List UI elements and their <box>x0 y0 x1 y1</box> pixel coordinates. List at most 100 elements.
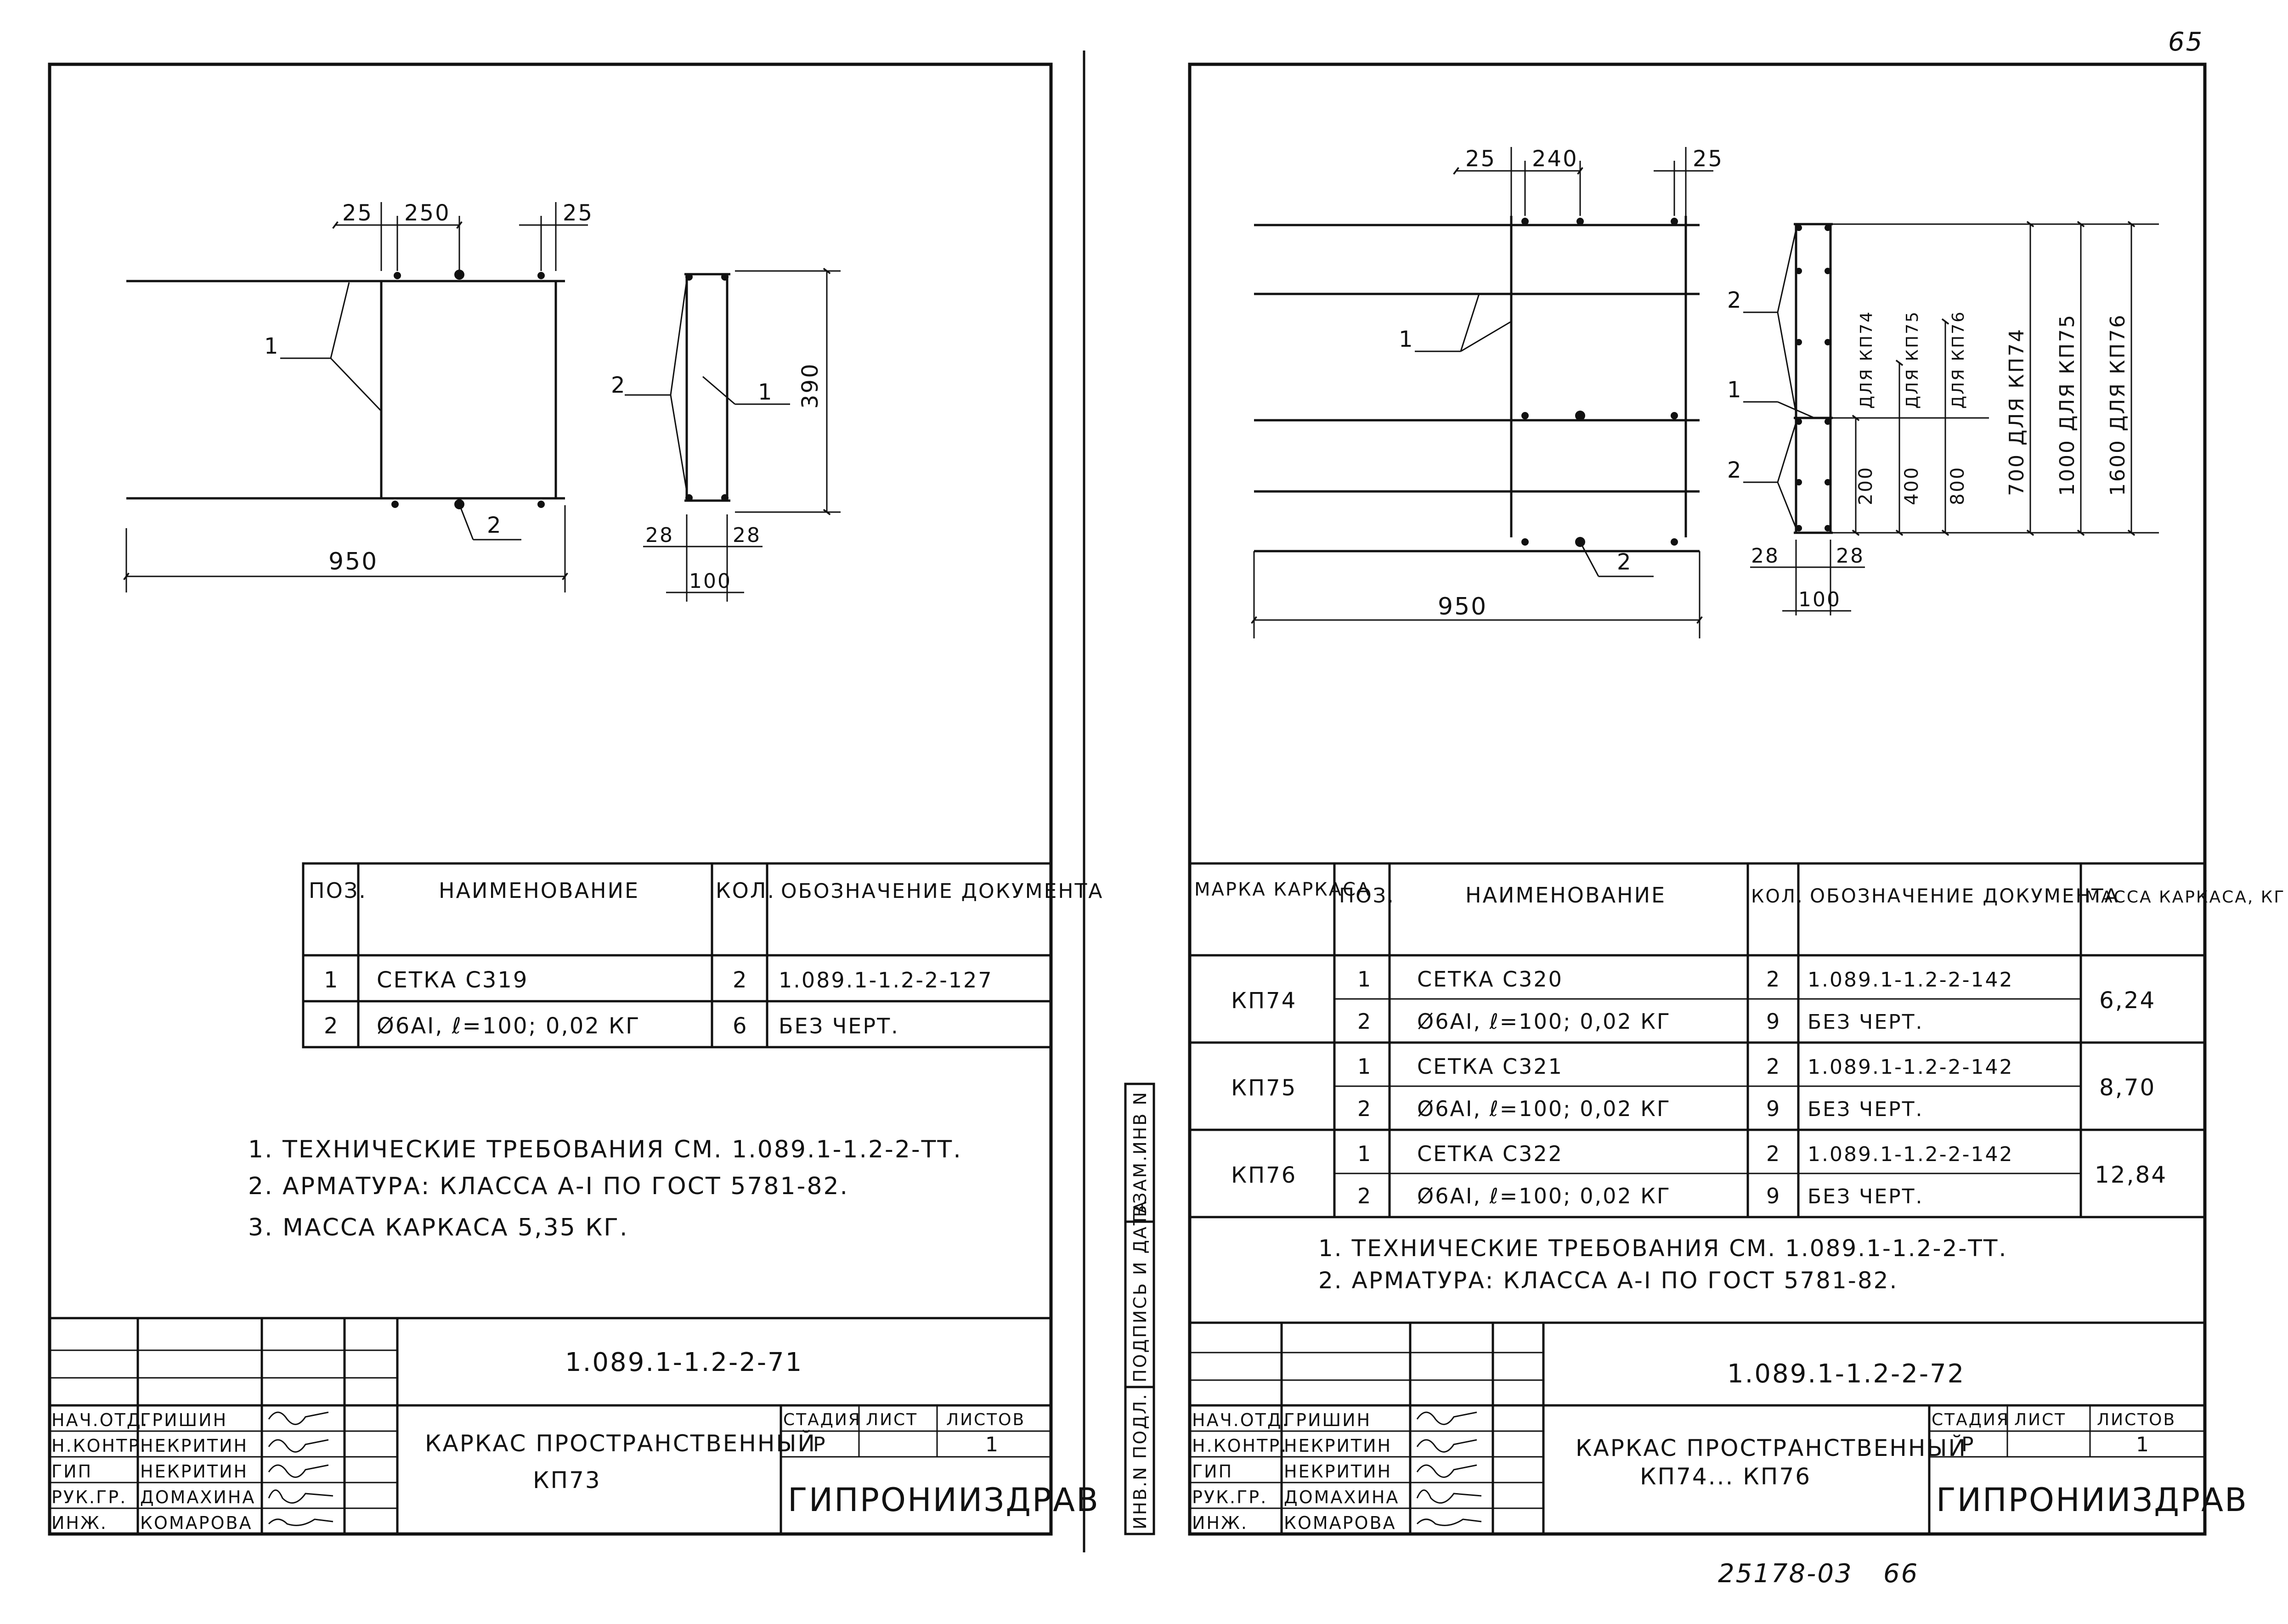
dim-800-label: ДЛЯ КП76 <box>1949 310 1968 409</box>
spec-cell: 2 <box>324 1013 339 1039</box>
org-name: ГИПРОНИИЗДРАВ <box>788 1481 1100 1519</box>
spec-cell: 9 <box>1766 1184 1781 1208</box>
dim-1600: 1600 ДЛЯ КП76 <box>2106 314 2130 496</box>
callout-2b: 2 <box>1727 457 1743 483</box>
dim-width: 100 <box>1798 588 1841 611</box>
dim-200-label: ДЛЯ КП74 <box>1857 310 1876 409</box>
sheet-2-elevation: 25 240 25 950 1 2 <box>1251 146 1723 638</box>
dim-left-cover: 28 <box>645 524 674 547</box>
spec-head-pos: ПОЗ. <box>309 878 367 903</box>
signer-name: КОМАРОВА <box>140 1513 253 1533</box>
spec-cell: 1.089.1-1.2-2-142 <box>1808 968 2014 992</box>
spec-cell: 9 <box>1766 1096 1781 1121</box>
spec-cell: Ø6AI, ℓ=100; 0,02 КГ <box>1417 1009 1671 1034</box>
signer-role: ГИП <box>1192 1461 1233 1482</box>
sheet-1-notes: 1. ТЕХНИЧЕСКИЕ ТРЕБОВАНИЯ СМ. 1.089.1-1.… <box>248 1136 961 1241</box>
signature <box>268 1464 329 1478</box>
signer-role: НАЧ.ОТД. <box>51 1410 149 1430</box>
signature <box>268 1411 329 1425</box>
callout-1a: 1 <box>264 333 280 359</box>
signer-name: ГРИШИН <box>1284 1410 1371 1430</box>
spec-cell: БЕЗ ЧЕРТ. <box>779 1014 899 1038</box>
dim-right-cover: 28 <box>733 524 761 547</box>
signer-name: КОМАРОВА <box>1284 1513 1396 1533</box>
callout-1a: 1 <box>1399 327 1414 352</box>
drawing-title: КАРКАС ПРОСТРАНСТВЕННЫЙ <box>1576 1434 1967 1461</box>
dim-top-right: 25 <box>1693 146 1723 172</box>
spec-cell: СЕТКА С321 <box>1417 1054 1563 1079</box>
dim-700: 700 ДЛЯ КП74 <box>2005 328 2028 496</box>
callout-1b: 1 <box>758 379 774 405</box>
spec-mark: КП74 <box>1231 988 1297 1014</box>
stage-label: СТАДИЯ <box>783 1410 861 1429</box>
signature <box>1416 1489 1482 1504</box>
drawing-mark: КП74... КП76 <box>1640 1463 1811 1490</box>
spec-cell: 2 <box>1766 1141 1781 1166</box>
spec-cell: 2 <box>1357 1009 1372 1034</box>
dim-right-cover: 28 <box>1836 544 1864 568</box>
spec-mass: 12,84 <box>2095 1162 2167 1188</box>
signer-role: Н.КОНТР. <box>1192 1436 1288 1456</box>
dim-800: 800 <box>1947 466 1968 505</box>
sheets-value: 1 <box>2136 1433 2150 1456</box>
signature <box>1416 1518 1482 1526</box>
org-name: ГИПРОНИИЗДРАВ <box>1936 1481 2248 1519</box>
page-copy-number: 66 <box>1883 1559 1919 1589</box>
sheet-1: 25 250 25 950 1 2 <box>48 62 1102 1536</box>
signature <box>1416 1464 1477 1478</box>
signer-name: ДОМАХИНА <box>140 1487 255 1507</box>
spec-cell: СЕТКА С320 <box>1417 967 1563 992</box>
signer-role: ИНЖ. <box>1192 1513 1248 1533</box>
dim-length: 950 <box>1438 593 1487 620</box>
dim-top-mid: 240 <box>1532 146 1578 172</box>
stamp-inv-podl: ИНВ.N ПОДЛ. <box>1130 1393 1150 1529</box>
stage-value: Р <box>1961 1433 1975 1456</box>
note-line: 3. МАССА КАРКАСА 5,35 КГ. <box>248 1214 629 1241</box>
note-line: 2. АРМАТУРА: КЛАССА А-I ПО ГОСТ 5781-82. <box>1318 1267 1898 1294</box>
signer-name: НЕКРИТИН <box>1284 1461 1392 1482</box>
note-line: 2. АРМАТУРА: КЛАССА А-I ПО ГОСТ 5781-82. <box>248 1173 849 1200</box>
spec-cell: 1 <box>1357 1054 1372 1079</box>
spec-cell: 1.089.1-1.2-2-142 <box>1808 1143 2014 1166</box>
signer-role: РУК.ГР. <box>51 1487 127 1507</box>
callout-1b: 1 <box>1727 377 1743 403</box>
signature <box>268 1489 333 1504</box>
spec-cell: Ø6AI, ℓ=100; 0,02 КГ <box>377 1013 640 1039</box>
sheet-1-spec-table: ПОЗ. НАИМЕНОВАНИЕ КОЛ. ОБОЗНАЧЕНИЕ ДОКУМ… <box>302 862 1102 1049</box>
dim-length: 950 <box>328 548 378 575</box>
signer-name: НЕКРИТИН <box>140 1461 248 1482</box>
signer-name: ДОМАХИНА <box>1284 1487 1399 1507</box>
spec-head-name: НАИМЕНОВАНИЕ <box>1465 883 1666 908</box>
signer-name: НЕКРИТИН <box>140 1436 248 1456</box>
signer-role: Н.КОНТР. <box>51 1436 147 1456</box>
spec-cell: 2 <box>1357 1096 1372 1121</box>
dim-top-right: 25 <box>563 200 593 226</box>
callout-2b: 2 <box>611 372 627 398</box>
dim-400-label: ДЛЯ КП75 <box>1903 310 1922 409</box>
signature <box>268 1518 333 1526</box>
spec-cell: Ø6AI, ℓ=100; 0,02 КГ <box>1417 1184 1671 1208</box>
sheet-2: ИНВ.N ПОДЛ. ПОДПИСЬ И ДАТА ВЗАМ.ИНВ N 25 <box>1124 62 2284 1589</box>
dim-200: 200 <box>1855 466 1876 505</box>
sheets-value: 1 <box>985 1433 1000 1456</box>
spec-cell: 2 <box>1357 1184 1372 1208</box>
spec-mass: 6,24 <box>2099 987 2156 1014</box>
sheet-1-frame <box>48 62 1053 1536</box>
signer-role: ИНЖ. <box>51 1513 107 1533</box>
signer-role: НАЧ.ОТД. <box>1192 1410 1289 1430</box>
spec-cell: БЕЗ ЧЕРТ. <box>1808 1185 1924 1208</box>
stamp-vzam: ВЗАМ.ИНВ N <box>1130 1091 1150 1217</box>
sheet-label: ЛИСТ <box>866 1410 918 1429</box>
sheet-2-spec-table: МАРКА КАРКАСА ПОЗ. НАИМЕНОВАНИЕ КОЛ. ОБО… <box>1190 862 2284 1218</box>
dim-height: 390 <box>797 362 823 409</box>
stamp-podpis: ПОДПИСЬ И ДАТА <box>1130 1200 1150 1382</box>
spec-cell: 2 <box>733 967 748 993</box>
spec-mark: КП76 <box>1231 1162 1297 1188</box>
sheet-1-title-block: 1.089.1-1.2-2-71 КАРКАС ПРОСТРАНСТВЕННЫЙ… <box>50 1317 1100 1534</box>
signature <box>1416 1411 1477 1425</box>
drawing-code: 1.089.1-1.2-2-71 <box>565 1348 803 1377</box>
callout-2a: 2 <box>487 513 503 538</box>
dim-top-mid: 250 <box>404 200 451 226</box>
